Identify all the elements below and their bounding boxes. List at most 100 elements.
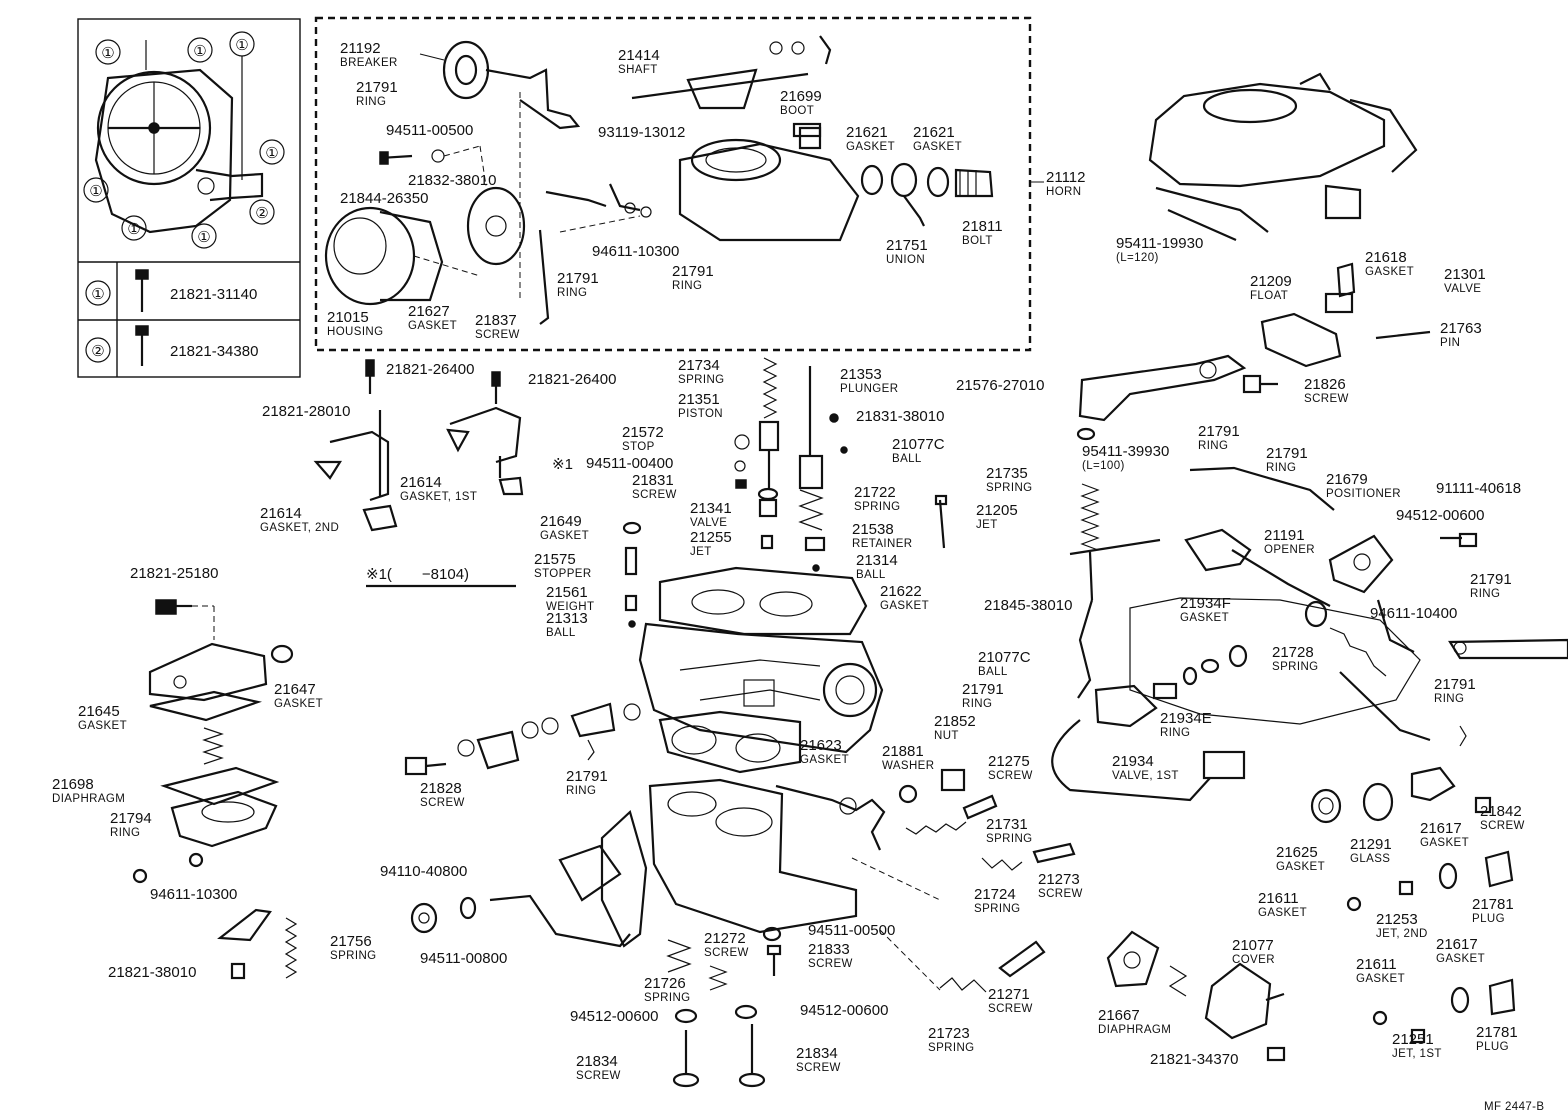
part-name: GASKET	[1356, 973, 1405, 985]
bottom-right-components	[1106, 766, 1516, 1062]
part-name: PISTON	[678, 408, 723, 420]
base-gasket	[658, 710, 802, 774]
part-number: 21273	[1038, 871, 1080, 888]
air-horn	[678, 122, 994, 242]
part-number: 21575	[534, 551, 576, 568]
part-number: 21842	[1480, 803, 1522, 820]
bolt-callout-1: ①	[191, 223, 217, 249]
breaker-assembly	[419, 40, 581, 300]
part-name: GASKET	[274, 698, 323, 710]
part-name: JET	[976, 519, 998, 531]
svg-text:②: ②	[91, 343, 104, 360]
part-name: SCREW	[1480, 820, 1525, 832]
part-number: 21834	[576, 1053, 618, 1070]
part-callout: 21821-25180	[130, 565, 218, 582]
part-number: 21763	[1440, 320, 1482, 337]
float	[1260, 262, 1431, 368]
part-name: UNION	[886, 254, 925, 266]
part-name: FLOAT	[1250, 290, 1288, 302]
part-number: 21832-38010	[408, 172, 496, 189]
part-number: 21561	[546, 584, 588, 601]
part-number: 21726	[644, 975, 686, 992]
part-number: 21077C	[978, 649, 1031, 666]
part-number: 21301	[1444, 266, 1486, 283]
legend-part-number: 21821-34380	[170, 343, 258, 360]
part-name: PLUNGER	[840, 383, 898, 395]
part-name: GASKET	[846, 141, 895, 153]
part-name: SPRING	[644, 992, 691, 1004]
part-number: 21821-34370	[1150, 1051, 1238, 1068]
part-number: 21313	[546, 610, 588, 627]
part-number: 21831	[632, 472, 674, 489]
part-name: SPRING	[928, 1042, 975, 1054]
part-number: 94511-00500	[386, 122, 473, 139]
part-number: 21353	[840, 366, 882, 383]
part-number: 21255	[690, 529, 732, 546]
throttle-shaft	[631, 35, 832, 110]
part-name: RING	[962, 698, 992, 710]
part-number: 21791	[1470, 571, 1512, 588]
part-callout: 21821-26400	[386, 361, 474, 378]
part-name: OPENER	[1264, 544, 1315, 556]
part-name: GASKET	[540, 530, 589, 542]
part-name: RING	[356, 96, 386, 108]
part-callout: 94511-00500	[808, 922, 895, 939]
part-number: 21794	[110, 810, 152, 827]
bolt-callout-1: ①	[259, 139, 285, 165]
part-number: 21275	[988, 753, 1030, 770]
part-name: BOLT	[962, 235, 993, 247]
part-name: VALVE, 1ST	[1112, 770, 1179, 782]
part-name: DIAPHRAGM	[1098, 1024, 1171, 1036]
choke-rod	[545, 183, 652, 233]
part-number: 21271	[988, 986, 1030, 1003]
part-name: JET	[690, 546, 712, 558]
part-number: 21209	[1250, 273, 1292, 290]
part-name: (L=100)	[1082, 460, 1125, 472]
part-name: GASKET, 1ST	[400, 491, 477, 503]
vacuum-housing	[324, 145, 550, 325]
svg-text:①: ①	[197, 229, 210, 246]
part-name: SCREW	[1038, 888, 1083, 900]
throttle-body	[489, 778, 886, 948]
part-number: 93119-13012	[598, 124, 685, 141]
part-number: 21791	[566, 768, 608, 785]
part-name: GASKET	[1258, 907, 1307, 919]
part-name: SCREW	[808, 958, 853, 970]
bolt-callout-1: ①	[121, 215, 147, 241]
part-number: 21667	[1098, 1007, 1140, 1024]
plunger-assembly	[798, 366, 948, 572]
drawing-code: MF 2447-B	[1484, 1101, 1544, 1113]
svg-text:①: ①	[265, 145, 278, 162]
part-name: PLUG	[1476, 1041, 1509, 1053]
part-callout: 94110-40800	[380, 863, 467, 880]
part-callout: 21821-38010	[108, 964, 196, 981]
part-name: PLUG	[1472, 913, 1505, 925]
bolt-icon	[135, 269, 149, 312]
part-number: 21881	[882, 743, 924, 760]
